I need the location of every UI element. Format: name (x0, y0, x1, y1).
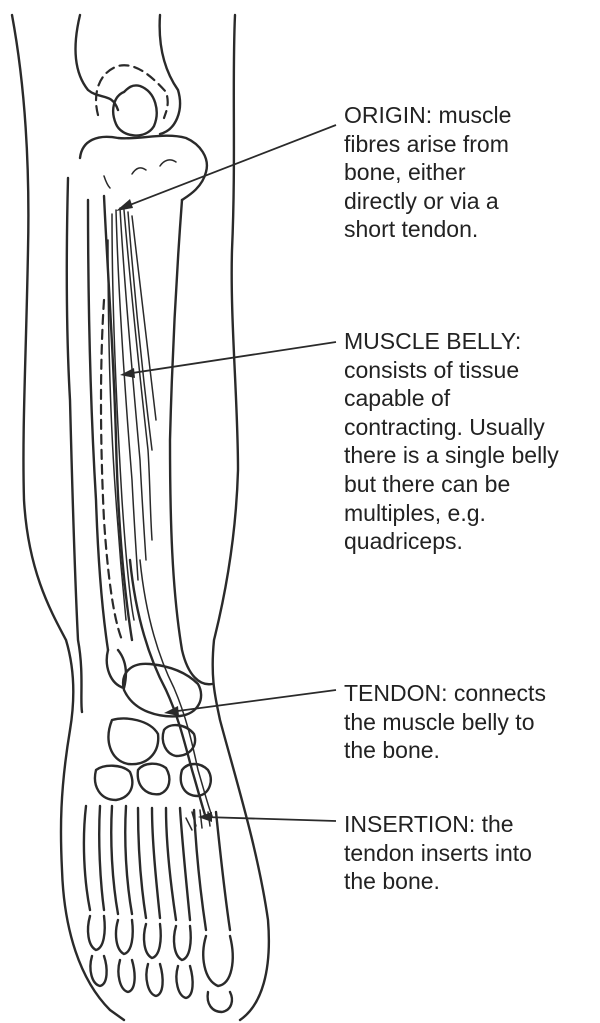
navicular (163, 725, 195, 756)
femur-end-right (160, 15, 180, 134)
muscle-belly-label-line: multiples, e.g. (344, 499, 559, 528)
muscle-belly-pointer (126, 342, 336, 374)
insertion-label: INSERTION: the tendon inserts into the b… (344, 810, 532, 896)
origin-label-line: short tendon. (344, 215, 511, 244)
tibia-shaft (104, 196, 212, 684)
tibia-markings (104, 160, 176, 188)
muscle-belly-label-line: there is a single belly (344, 441, 559, 470)
tendon-path (130, 560, 206, 818)
metatarsals (84, 806, 230, 930)
tendon-label: TENDON: connects the muscle belly to the… (344, 679, 546, 765)
leg-outline-left (12, 15, 124, 1020)
cuboid (95, 766, 132, 800)
tendon-label-line: TENDON: connects (344, 679, 546, 708)
origin-label-line: ORIGIN: muscle (344, 101, 511, 130)
toe-phalanges (88, 916, 233, 1012)
origin-arrowhead (116, 199, 133, 211)
origin-label-line: fibres arise from (344, 130, 511, 159)
muscle-belly-label-line: quadriceps. (344, 527, 559, 556)
insertion-pointer (204, 817, 336, 821)
insertion-label-line: INSERTION: the (344, 810, 532, 839)
muscle-belly-label-line: but there can be (344, 470, 559, 499)
patella (113, 85, 156, 135)
origin-label-line: bone, either (344, 158, 511, 187)
insertion-marks (186, 810, 210, 830)
insertion-label-line: the bone. (344, 867, 532, 896)
muscle-belly-label-line: capable of (344, 384, 559, 413)
calcaneus (109, 719, 159, 765)
tendon-label-line: the bone. (344, 736, 546, 765)
muscle-belly-arrowhead (120, 368, 135, 378)
tendon-label-line: the muscle belly to (344, 708, 546, 737)
muscle-belly-label-line: MUSCLE BELLY: (344, 327, 559, 356)
tendon-arrowhead (164, 706, 179, 716)
muscle-belly-label: MUSCLE BELLY: consists of tissue capable… (344, 327, 559, 556)
tendon-pointer (170, 690, 336, 712)
muscle-belly-label-line: contracting. Usually (344, 413, 559, 442)
muscle-belly-label-line: consists of tissue (344, 356, 559, 385)
cuneiform-1 (138, 764, 170, 795)
fibula (67, 178, 108, 712)
origin-label-line: directly or via a (344, 187, 511, 216)
origin-label: ORIGIN: muscle fibres arise from bone, e… (344, 101, 511, 244)
insertion-label-line: tendon inserts into (344, 839, 532, 868)
